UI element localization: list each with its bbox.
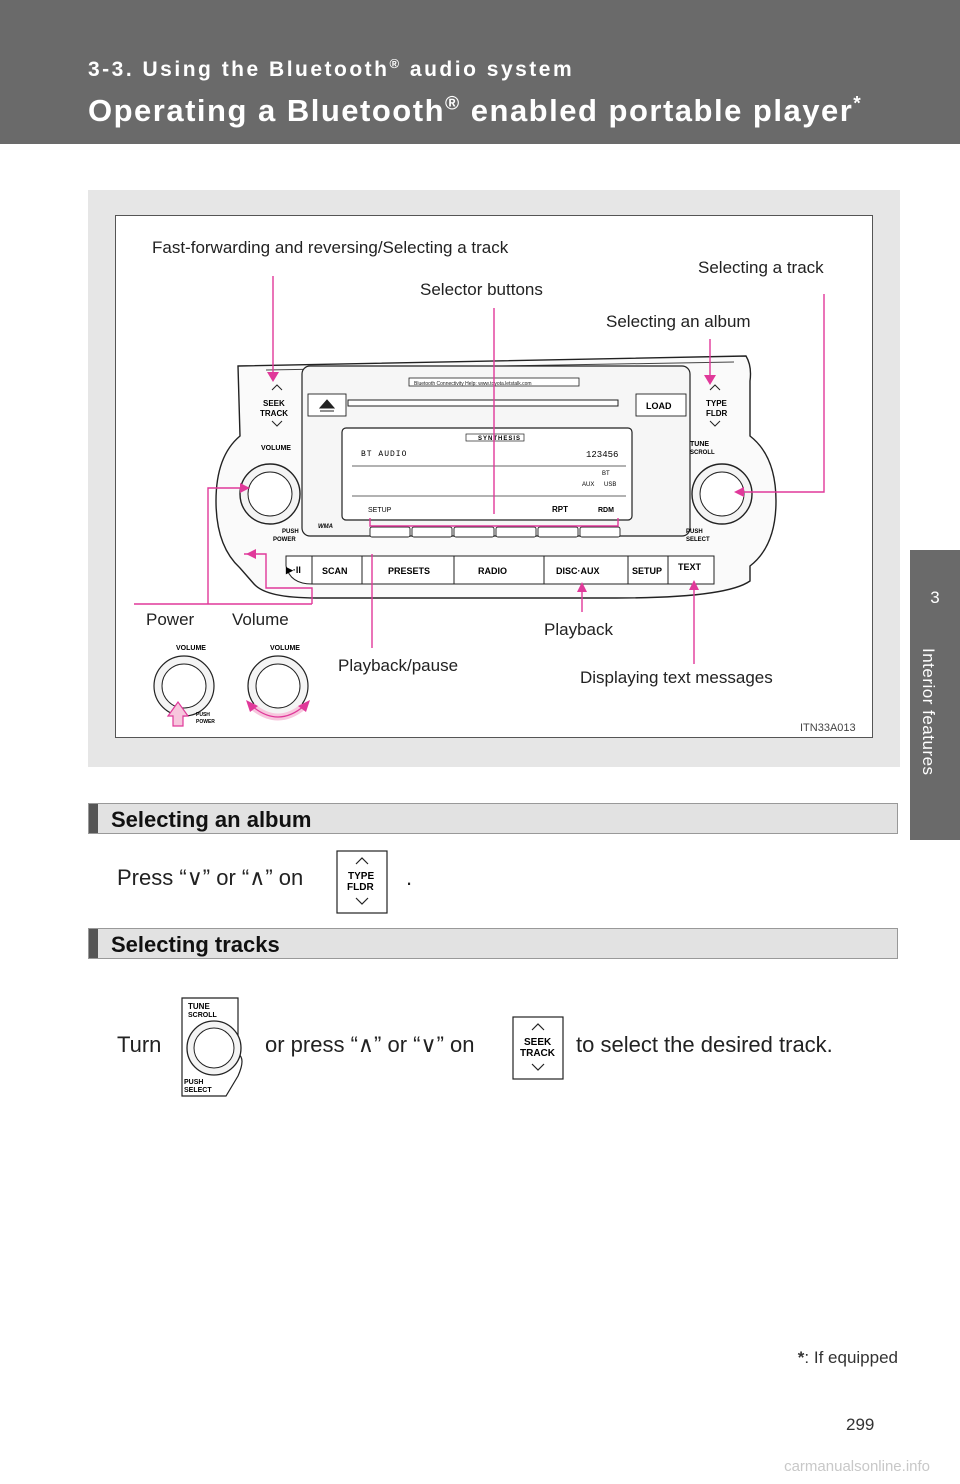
album-instruction-end: . <box>406 865 413 890</box>
load-button <box>635 393 687 417</box>
chapter-tab: 3 Interior features <box>910 550 960 840</box>
section-subtitle: 3-3. Using the Bluetooth® audio system <box>88 56 575 81</box>
scan-button: SCAN <box>322 566 348 576</box>
svg-text:VOLUME: VOLUME <box>270 645 300 652</box>
presets-button: PRESETS <box>388 566 430 576</box>
chapter-label: Interior features <box>919 648 938 776</box>
asterisk-icon: * <box>797 1348 805 1367</box>
svg-text:SELECT: SELECT <box>184 1087 212 1094</box>
tune-select-knob-icon: TUNE SCROLL PUSH SELECT <box>178 996 248 1103</box>
bottom-button-row <box>285 555 715 585</box>
svg-text:LOAD: LOAD <box>646 401 672 411</box>
fldr-label: FLDR <box>706 409 728 418</box>
section-heading-album: Selecting an album <box>88 803 898 834</box>
seek-track-button-icon: SEEK TRACK <box>512 1016 564 1085</box>
display-rdm: RDM <box>598 507 614 514</box>
play-pause-button: ▶·II <box>285 565 301 575</box>
display-bt-badge: BT <box>602 471 610 477</box>
label-fast-forward: Fast-forwarding and reversing/Selecting … <box>152 238 509 257</box>
press-arrow-icon <box>166 700 190 727</box>
eject-icon <box>318 399 336 412</box>
svg-text:TRACK: TRACK <box>520 1048 556 1059</box>
display-aux-badge: AUX <box>582 482 594 488</box>
label-playback: Playback <box>544 620 613 639</box>
disc-aux-button: DISC·AUX <box>556 566 600 576</box>
selector-buttons <box>369 526 621 538</box>
svg-text:PUSH: PUSH <box>184 1079 203 1086</box>
watermark: carmanualsonline.info <box>784 1458 930 1475</box>
tune-label: TUNE <box>690 441 709 448</box>
chapter-number: 3 <box>930 588 940 607</box>
track-label: TRACK <box>260 409 288 418</box>
tracks-instruction-end: to select the desired track. <box>576 1032 833 1057</box>
label-selecting-album: Selecting an album <box>606 312 751 331</box>
label-selecting-track: Selecting a track <box>698 258 824 277</box>
display-rpt: RPT <box>552 505 568 514</box>
album-instruction: Press “∨” or “∧” on <box>117 865 304 890</box>
svg-text:SCROLL: SCROLL <box>188 1012 218 1019</box>
page-title: Operating a Bluetooth® enabled portable … <box>88 93 863 128</box>
display-preset-numbers: 123456 <box>586 450 618 460</box>
svg-text:POWER: POWER <box>273 537 296 543</box>
display-screen <box>341 427 633 521</box>
callout-arrowheads <box>240 372 744 592</box>
svg-text:SEEK: SEEK <box>524 1037 552 1048</box>
page-number: 299 <box>846 1415 875 1434</box>
figure-code: ITN33A013 <box>800 722 856 734</box>
audio-unit-drawing: Bluetooth Connectivity Help: www.toyota.… <box>134 276 825 727</box>
type-fldr-button-icon: TYPE FLDR <box>336 850 388 919</box>
svg-text:TYPE: TYPE <box>348 871 374 882</box>
cd-help-label: Bluetooth Connectivity Help: www.toyota.… <box>414 381 532 387</box>
wma-logo: WMA <box>318 524 333 530</box>
seek-down-icon <box>271 420 283 427</box>
power-knob-diagram: VOLUME PUSH POWER <box>153 645 215 727</box>
radio-button: RADIO <box>478 566 507 576</box>
callout-lines <box>134 276 825 664</box>
footnote: *: If equipped <box>797 1348 898 1367</box>
display-setup: SETUP <box>368 507 392 514</box>
tracks-instruction-turn: Turn <box>117 1032 162 1057</box>
svg-text:TUNE: TUNE <box>188 1002 210 1011</box>
label-selector-buttons: Selector buttons <box>420 280 543 299</box>
tracks-instruction-press: or press “∧” or “∨” on <box>265 1032 475 1057</box>
type-up-icon <box>709 384 721 391</box>
audio-unit-figure: Bluetooth Connectivity Help: www.toyota.… <box>115 215 873 738</box>
display-bt-audio: BT AUDIO <box>361 450 407 459</box>
brand-synthesis: SYNTHESIS <box>478 436 521 442</box>
label-volume: Volume <box>232 610 289 629</box>
setup-button: SETUP <box>632 566 662 576</box>
volume-knob-diagram: VOLUME <box>246 645 310 721</box>
type-label: TYPE <box>706 399 728 408</box>
label-power: Power <box>146 610 195 629</box>
scroll-label: SCROLL <box>690 450 715 456</box>
svg-text:PUSH: PUSH <box>196 712 210 718</box>
svg-text:POWER: POWER <box>196 719 215 725</box>
svg-text:SELECT: SELECT <box>686 537 710 543</box>
volume-label: VOLUME <box>261 445 291 452</box>
seek-label: SEEK <box>263 399 285 408</box>
type-down-icon <box>709 420 721 427</box>
cd-slot <box>347 399 619 407</box>
svg-text:VOLUME: VOLUME <box>176 645 206 652</box>
section-heading-tracks: Selecting tracks <box>88 928 898 959</box>
svg-text:PUSH: PUSH <box>686 529 703 535</box>
label-displaying-text: Displaying text messages <box>580 668 773 687</box>
display-usb-badge: USB <box>604 482 616 488</box>
svg-text:PUSH: PUSH <box>282 529 299 535</box>
seek-up-icon <box>271 384 283 391</box>
svg-text:FLDR: FLDR <box>347 882 374 893</box>
text-button: TEXT <box>678 562 702 572</box>
label-playback-pause: Playback/pause <box>338 656 459 675</box>
page-header: 3-3. Using the Bluetooth® audio system O… <box>0 0 960 144</box>
